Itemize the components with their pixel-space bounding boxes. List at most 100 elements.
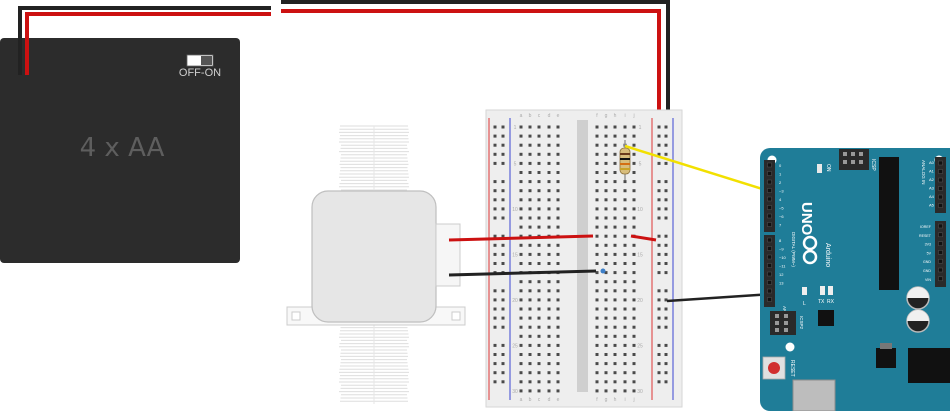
rail-hole[interactable] xyxy=(664,161,668,165)
breadboard-hole[interactable] xyxy=(604,152,608,156)
rail-hole[interactable] xyxy=(493,353,497,356)
breadboard-hole[interactable] xyxy=(595,298,599,302)
breadboard-hole[interactable] xyxy=(556,380,560,384)
rail-hole[interactable] xyxy=(501,207,505,211)
rail-hole[interactable] xyxy=(657,343,661,347)
breadboard-hole[interactable] xyxy=(632,143,636,147)
breadboard-hole[interactable] xyxy=(528,289,532,293)
power-pin[interactable] xyxy=(938,267,943,273)
breadboard-hole[interactable] xyxy=(632,225,636,229)
breadboard-hole[interactable] xyxy=(604,189,608,193)
breadboard-hole[interactable] xyxy=(537,298,541,302)
rail-hole[interactable] xyxy=(657,307,661,311)
breadboard-hole[interactable] xyxy=(623,271,627,275)
breadboard-hole[interactable] xyxy=(623,343,627,347)
rail-hole[interactable] xyxy=(493,307,497,311)
breadboard-hole[interactable] xyxy=(528,307,532,311)
breadboard-hole[interactable] xyxy=(547,171,551,174)
breadboard-hole[interactable] xyxy=(595,380,599,384)
breadboard-hole[interactable] xyxy=(519,189,523,193)
digital-pin[interactable] xyxy=(767,254,772,260)
breadboard-hole[interactable] xyxy=(604,161,608,165)
breadboard-hole[interactable] xyxy=(547,316,551,320)
digital-pin[interactable] xyxy=(767,246,772,251)
rail-hole[interactable] xyxy=(501,198,505,202)
breadboard-hole[interactable] xyxy=(556,307,560,311)
breadboard-hole[interactable] xyxy=(519,225,523,229)
breadboard-hole[interactable] xyxy=(632,207,636,211)
breadboard-hole[interactable] xyxy=(632,371,636,375)
rail-hole[interactable] xyxy=(664,189,668,193)
breadboard-hole[interactable] xyxy=(595,225,599,229)
analog-pin[interactable] xyxy=(938,203,943,208)
breadboard-hole[interactable] xyxy=(613,161,617,165)
breadboard-hole[interactable] xyxy=(519,161,523,165)
breadboard-hole[interactable] xyxy=(528,343,532,347)
digital-pin[interactable] xyxy=(767,171,772,176)
rail-hole[interactable] xyxy=(657,289,661,293)
rail-hole[interactable] xyxy=(657,207,661,211)
breadboard-hole[interactable] xyxy=(547,189,551,193)
breadboard-hole[interactable] xyxy=(604,325,608,329)
breadboard-hole[interactable] xyxy=(613,362,617,366)
rail-hole[interactable] xyxy=(664,143,668,147)
breadboard-hole[interactable] xyxy=(519,298,523,302)
rail-hole[interactable] xyxy=(501,143,505,147)
breadboard-hole[interactable] xyxy=(632,189,636,193)
breadboard-hole[interactable] xyxy=(613,189,617,193)
rail-hole[interactable] xyxy=(493,125,497,129)
breadboard-hole[interactable] xyxy=(604,198,608,202)
rail-hole[interactable] xyxy=(664,207,668,211)
breadboard-hole[interactable] xyxy=(537,171,541,174)
breadboard-hole[interactable] xyxy=(547,207,551,211)
analog-pin[interactable] xyxy=(938,160,943,166)
power-switch[interactable] xyxy=(186,54,214,67)
breadboard-hole[interactable] xyxy=(604,380,608,384)
breadboard-hole[interactable] xyxy=(519,234,523,238)
breadboard-hole[interactable] xyxy=(623,198,627,202)
breadboard-hole[interactable] xyxy=(613,216,617,220)
breadboard-hole[interactable] xyxy=(537,325,541,329)
breadboard-hole[interactable] xyxy=(519,380,523,384)
rail-hole[interactable] xyxy=(501,234,505,238)
breadboard-hole[interactable] xyxy=(537,343,541,347)
breadboard-hole[interactable] xyxy=(632,353,636,356)
breadboard-hole[interactable] xyxy=(623,316,627,320)
rail-hole[interactable] xyxy=(657,362,661,366)
breadboard-hole[interactable] xyxy=(623,353,627,356)
breadboard-hole[interactable] xyxy=(613,125,617,129)
breadboard-hole[interactable] xyxy=(519,343,523,347)
breadboard-hole[interactable] xyxy=(519,289,523,293)
breadboard-hole[interactable] xyxy=(547,198,551,202)
breadboard-hole[interactable] xyxy=(547,362,551,366)
breadboard-hole[interactable] xyxy=(556,152,560,156)
breadboard-hole[interactable] xyxy=(556,171,560,174)
breadboard-hole[interactable] xyxy=(556,180,560,184)
breadboard-hole[interactable] xyxy=(595,152,599,156)
breadboard-hole[interactable] xyxy=(537,353,541,356)
breadboard-hole[interactable] xyxy=(547,152,551,156)
breadboard-hole[interactable] xyxy=(632,161,636,165)
breadboard-hole[interactable] xyxy=(537,125,541,129)
digital-pin[interactable] xyxy=(767,179,772,185)
breadboard-hole[interactable] xyxy=(528,325,532,329)
breadboard-hole[interactable] xyxy=(537,389,541,393)
breadboard-hole[interactable] xyxy=(623,371,627,375)
breadboard-hole[interactable] xyxy=(556,216,560,220)
breadboard-hole[interactable] xyxy=(595,307,599,311)
rail-hole[interactable] xyxy=(493,325,497,329)
breadboard-hole[interactable] xyxy=(632,262,636,265)
rail-hole[interactable] xyxy=(664,125,668,129)
breadboard-hole[interactable] xyxy=(519,125,523,129)
breadboard-hole[interactable] xyxy=(595,143,599,147)
breadboard-hole[interactable] xyxy=(519,152,523,156)
breadboard-hole[interactable] xyxy=(537,225,541,229)
breadboard-hole[interactable] xyxy=(556,143,560,147)
breadboard-hole[interactable] xyxy=(519,316,523,320)
rail-hole[interactable] xyxy=(493,243,497,247)
breadboard-hole[interactable] xyxy=(604,371,608,375)
breadboard-hole[interactable] xyxy=(547,334,551,338)
breadboard-hole[interactable] xyxy=(537,216,541,220)
breadboard-hole[interactable] xyxy=(604,353,608,356)
breadboard-hole[interactable] xyxy=(556,198,560,202)
